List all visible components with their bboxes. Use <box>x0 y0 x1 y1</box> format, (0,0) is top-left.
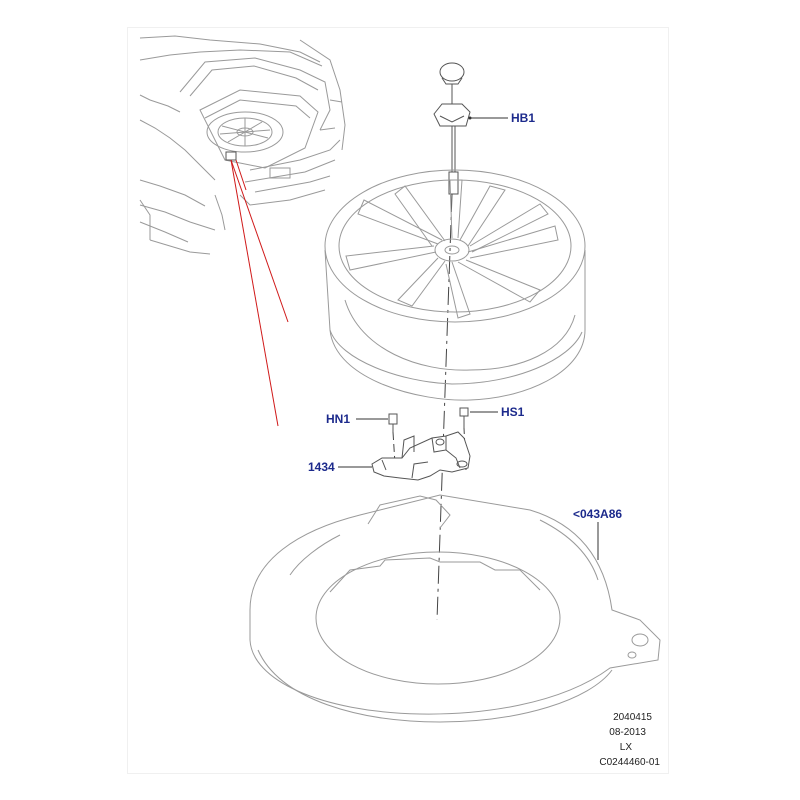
callout-1434: 1434 <box>308 460 335 474</box>
locator-line-3 <box>235 159 247 191</box>
assembly-centreline <box>436 193 453 621</box>
reference-code: C0244460-01 <box>599 757 660 768</box>
vehicle-rear-view <box>139 35 346 255</box>
diagram-reference-block: 2040415 08-2013 LX C0244460-01 <box>599 712 660 768</box>
locator-lines <box>230 159 289 427</box>
bracket-1434 <box>371 431 471 481</box>
reference-date: 08-2013 <box>609 727 646 738</box>
callout-hn1: HN1 <box>326 412 350 426</box>
callout-043a86: <043A86 <box>573 507 622 521</box>
nut-hn1 <box>388 413 398 432</box>
reference-number: 2040415 <box>613 712 652 723</box>
spare-wheel <box>324 169 586 401</box>
callout-hb1: HB1 <box>511 111 535 125</box>
spare-wheel-well-cover <box>249 494 661 723</box>
locator-line-2 <box>230 159 279 427</box>
callout-hs1: HS1 <box>501 405 525 419</box>
diagram-frame <box>128 28 668 773</box>
screw-hs1 <box>459 407 469 428</box>
locator-line-1 <box>230 159 289 323</box>
reference-model: LX <box>620 742 633 753</box>
hold-down-knob <box>433 62 471 195</box>
